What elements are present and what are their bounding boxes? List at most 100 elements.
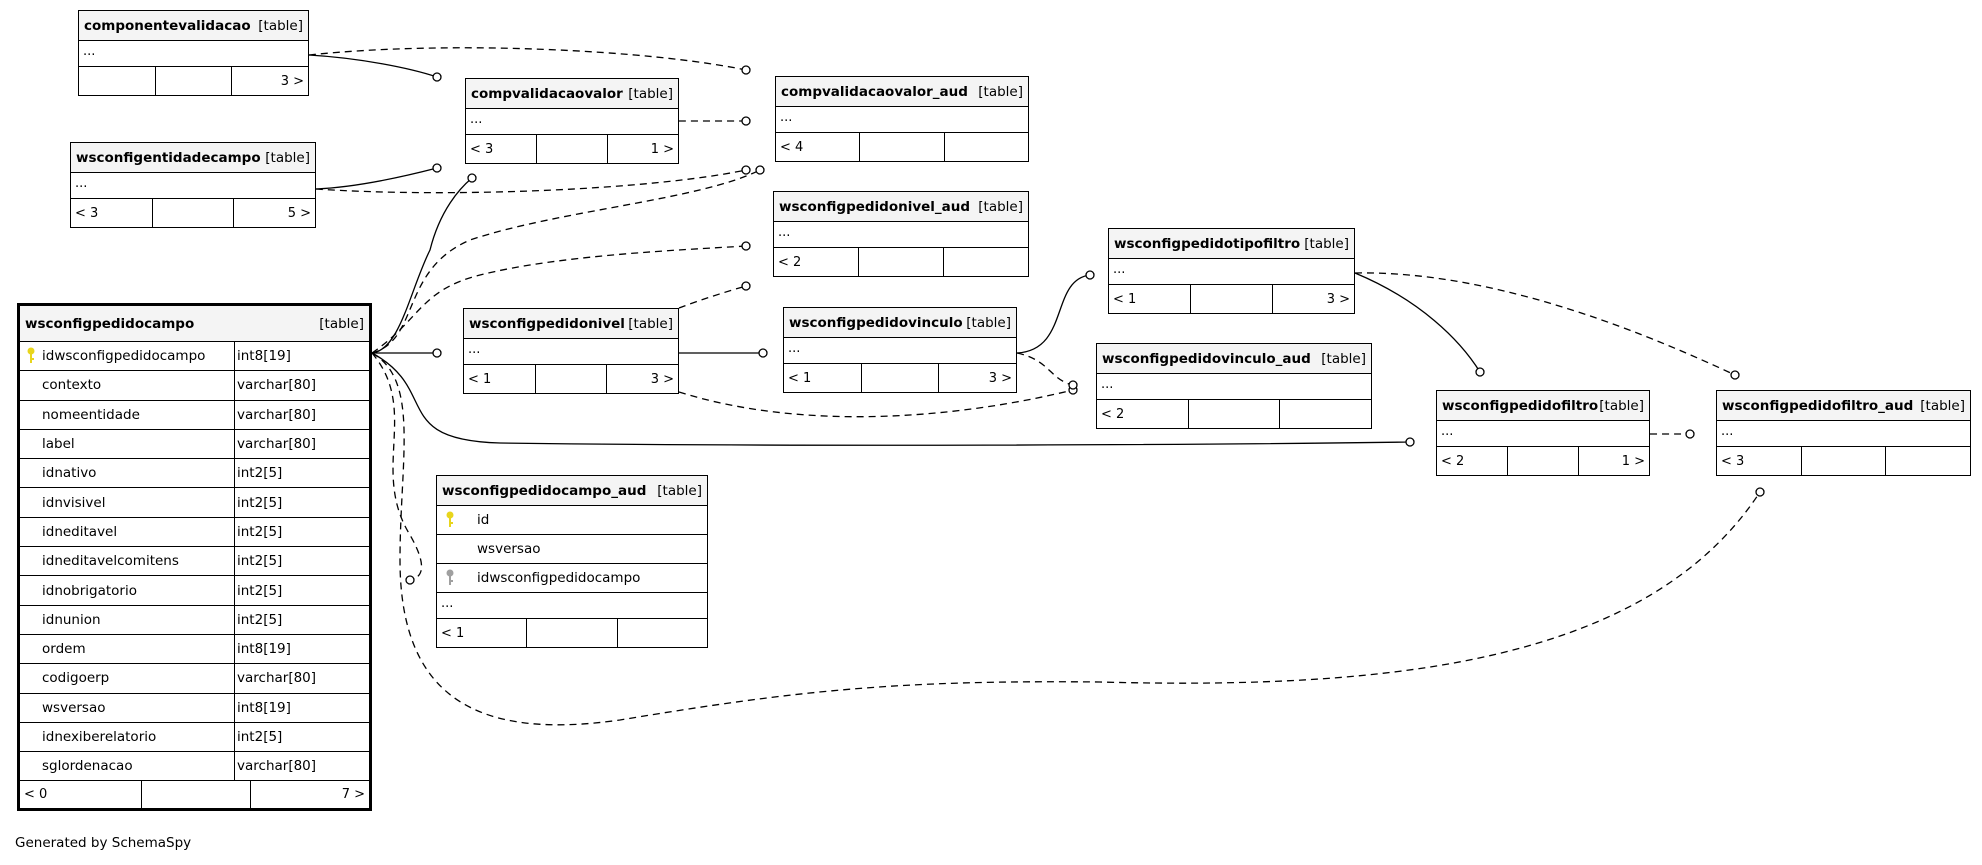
table-type: [table] xyxy=(978,198,1023,215)
column-name: idnvisivel xyxy=(20,488,235,517)
table-name: wsconfigpedidocampo_aud xyxy=(442,482,647,499)
table-header: wsconfigpedidotipofiltro[table] xyxy=(1109,229,1354,259)
table-header: componentevalidacao[table] xyxy=(79,11,308,41)
edge-endpoint-marker xyxy=(432,72,442,82)
table-footer: 3 > xyxy=(79,67,308,95)
edge-wsconfigpedidovinculo-to-wsconfigpedidotipofiltro xyxy=(1016,274,1091,354)
footer-children: 1 > xyxy=(650,141,674,157)
edge-endpoint-marker xyxy=(432,348,442,358)
table-type: [table] xyxy=(265,149,310,166)
column-name: idnativo xyxy=(20,459,235,488)
edge-endpoint-marker xyxy=(755,165,765,175)
column-row[interactable]: idneditavelcomitens int2[5] xyxy=(20,547,369,577)
column-name: sglordenacao xyxy=(20,752,235,781)
footer-children: 3 > xyxy=(650,371,675,387)
ellipsis-row: ... xyxy=(1437,421,1649,447)
column-name: ordem xyxy=(20,634,235,664)
footer-parents: < 2 xyxy=(1097,400,1189,428)
table-name: compvalidacaovalor xyxy=(471,85,623,102)
column-name-text: idnunion xyxy=(42,611,101,628)
table-wsconfigpedidocampo[interactable]: wsconfigpedidocampo[table] idwsconfigped… xyxy=(17,303,372,812)
table-wsconfigpedidonivel-aud[interactable]: wsconfigpedidonivel_aud[table] ... < 2 xyxy=(773,191,1029,277)
footer-rows xyxy=(1191,285,1273,313)
column-name-text: idneditavelcomitens xyxy=(42,553,179,570)
footer-parents: < 3 xyxy=(71,199,153,227)
table-componentevalidacao[interactable]: componentevalidacao[table] ... 3 > xyxy=(78,10,309,96)
edge-endpoint-marker xyxy=(1068,380,1078,390)
footer-children: 3 > xyxy=(988,370,1013,386)
generated-by-credit: Generated by SchemaSpy xyxy=(15,835,192,851)
footer-parents: < 1 xyxy=(464,365,536,393)
table-wsconfigpedidofiltro-aud[interactable]: wsconfigpedidofiltro_aud[table] ... < 3 xyxy=(1716,390,1971,476)
footer-children: 1 > xyxy=(1621,453,1645,469)
footer-parents: < 2 xyxy=(774,248,859,276)
table-header: wsconfigpedidofiltro[table] xyxy=(1437,391,1649,421)
footer-children xyxy=(944,248,1028,276)
footer-rows xyxy=(859,248,944,276)
table-wsconfigpedidovinculo-aud[interactable]: wsconfigpedidovinculo_aud[table] ... < 2 xyxy=(1096,343,1372,429)
footer-rows xyxy=(537,135,608,163)
table-footer: < 2 xyxy=(774,248,1028,276)
edge-endpoint-marker xyxy=(1085,270,1095,280)
table-compvalidacaovalor-aud[interactable]: compvalidacaovalor_aud[table] ... < 4 xyxy=(775,76,1029,162)
column-name-text: contexto xyxy=(42,377,102,394)
column-type: int8[19] xyxy=(237,348,291,365)
column-name-text: idnobrigatorio xyxy=(42,582,137,599)
table-wsconfigpedidocampo-aud[interactable]: wsconfigpedidocampo_aud[table] id wsvers… xyxy=(436,475,708,648)
column-name-text: codigoerp xyxy=(42,670,110,687)
edge-endpoint-marker xyxy=(405,575,415,585)
footer-children: 3 > xyxy=(1326,291,1350,307)
footer-parents: < 0 xyxy=(20,781,142,809)
ellipsis-row: ... xyxy=(79,41,308,67)
footer-children: 7 > xyxy=(341,787,365,803)
table-header: wsconfigpedidocampo_aud[table] xyxy=(437,476,707,506)
column-name: idnunion xyxy=(20,605,235,634)
table-footer: < 3 5 > xyxy=(71,199,315,227)
table-header: wsconfigpedidonivel[table] xyxy=(464,309,678,339)
edge-wsconfigentidadecampo-to-compvalidacaovalor xyxy=(315,167,438,190)
footer-parents: < 1 xyxy=(784,364,862,392)
column-type: int8[19] xyxy=(237,699,291,716)
table-header: wsconfigentidadecampo[table] xyxy=(71,143,315,173)
table-name: wsconfigentidadecampo xyxy=(76,149,261,166)
column-type: int2[5] xyxy=(237,553,283,570)
column-row[interactable]: wsversao xyxy=(437,535,707,564)
edge-wsconfigpedidovinculo-to-wsconfigpedidovinculo_aud xyxy=(1016,352,1074,386)
column-row[interactable]: id xyxy=(437,506,707,535)
column-row[interactable]: idwsconfigpedidocampo xyxy=(437,564,707,593)
footer-children xyxy=(618,619,707,647)
edge-endpoint-marker xyxy=(741,65,751,75)
table-type: [table] xyxy=(1304,235,1349,252)
table-type: [table] xyxy=(978,83,1023,100)
footer-children: 5 > xyxy=(287,205,312,221)
edge-endpoint-marker xyxy=(1475,367,1485,377)
footer-rows xyxy=(527,619,618,647)
table-footer: < 0 7 > xyxy=(20,781,369,809)
edge-endpoint-marker xyxy=(1685,429,1695,439)
ellipsis-row: ... xyxy=(1109,259,1354,285)
